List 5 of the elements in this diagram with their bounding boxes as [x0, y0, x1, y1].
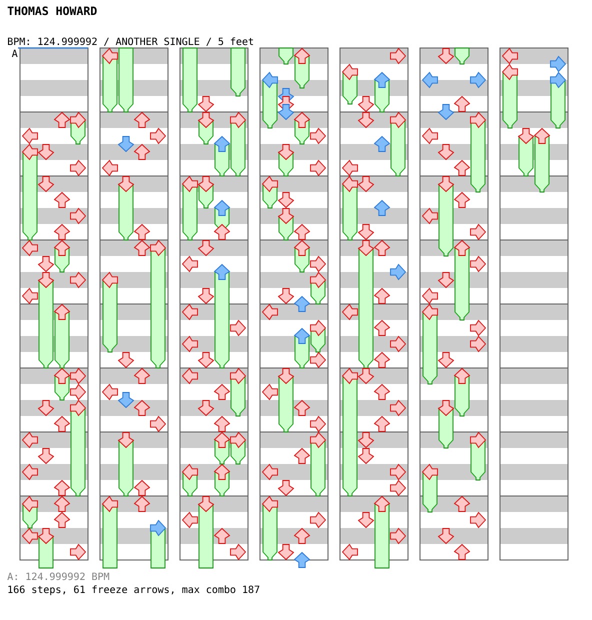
marker-letter: A [12, 50, 18, 57]
artist-name: THOMAS HOWARD [8, 6, 97, 16]
stats-text: 166 steps, 61 freeze arrows, max combo 187 [8, 585, 260, 596]
chart-info-text: BPM: 124.999992 / ANOTHER SINGLE / 5 feet [8, 37, 254, 46]
bpm-note: A: 124.999992 BPM [7, 572, 110, 580]
